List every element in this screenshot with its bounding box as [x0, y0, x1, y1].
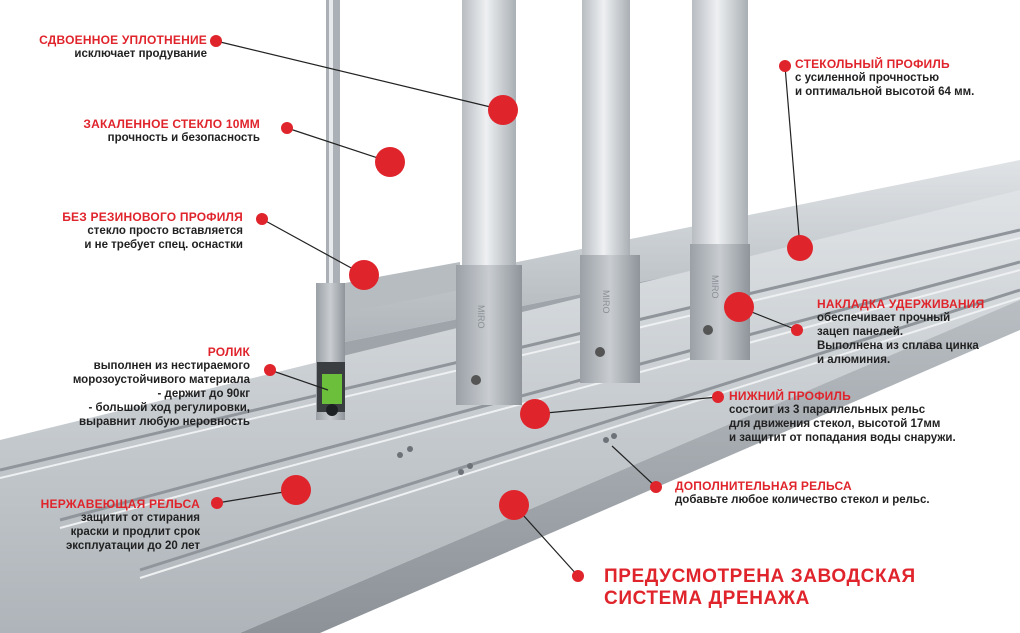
- callout-double-seal: СДВОЕННОЕ УПЛОТНЕНИЕ исключает продувани…: [39, 33, 207, 61]
- callout-text: состоит из 3 параллельных рельс для движ…: [729, 404, 956, 444]
- callout-extra-rail: ДОПОЛНИТЕЛЬНАЯ РЕЛЬСА добавьте любое кол…: [675, 479, 930, 507]
- callout-title: НИЖНИЙ ПРОФИЛЬ: [729, 389, 851, 403]
- callout-bottom-profile: НИЖНИЙ ПРОФИЛЬ состоит из 3 параллельных…: [729, 389, 956, 445]
- roller: [317, 362, 345, 416]
- callout-title: СТЕКОЛЬНЫЙ ПРОФИЛЬ: [795, 57, 950, 71]
- brand-stamp: MIRO: [601, 290, 611, 314]
- glass-profiles: [462, 0, 748, 280]
- callout-title: РОЛИК: [207, 345, 250, 359]
- callout-title: ЗАКАЛЕННОЕ СТЕКЛО 10ММ: [83, 117, 260, 131]
- glass-panel: [326, 0, 340, 290]
- drainage-heading: ПРЕДУСМОТРЕНА ЗАВОДСКАЯ СИСТЕМА ДРЕНАЖА: [604, 566, 916, 609]
- callout-text: исключает продувание: [74, 48, 207, 60]
- callout-text: добавьте любое количество стекол и рельс…: [675, 494, 930, 506]
- callout-text: защитит от стирания краски и продлит сро…: [65, 512, 200, 552]
- callout-roller: РОЛИК выполнен из нестираемого морозоуст…: [73, 345, 250, 429]
- brand-stamp: MIRO: [476, 305, 486, 329]
- callout-text: обеспечивает прочный зацеп панелей. Выпо…: [817, 312, 979, 366]
- callout-title: СДВОЕННОЕ УПЛОТНЕНИЕ: [39, 33, 207, 47]
- callout-title: ДОПОЛНИТЕЛЬНАЯ РЕЛЬСА: [675, 479, 852, 493]
- callout-text: прочность и безопасность: [107, 132, 260, 144]
- callout-title: БЕЗ РЕЗИНОВОГО ПРОФИЛЯ: [62, 210, 243, 224]
- callout-text: с усиленной прочностью и оптимальной выс…: [795, 72, 975, 98]
- callout-retaining-cover: НАКЛАДКА УДЕРЖИВАНИЯ обеспечивает прочны…: [817, 297, 984, 367]
- callout-title: НЕРЖАВЕЮЩАЯ РЕЛЬСА: [40, 497, 200, 511]
- callout-no-rubber: БЕЗ РЕЗИНОВОГО ПРОФИЛЯ стекло просто вст…: [62, 210, 243, 252]
- callout-text: стекло просто вставляется и не требует с…: [84, 225, 243, 251]
- callout-glass-profile: СТЕКОЛЬНЫЙ ПРОФИЛЬ с усиленной прочность…: [795, 57, 974, 99]
- callout-title: НАКЛАДКА УДЕРЖИВАНИЯ: [817, 297, 985, 311]
- callout-tempered-glass: ЗАКАЛЕННОЕ СТЕКЛО 10ММ прочность и безоп…: [83, 117, 260, 145]
- brand-stamp: MIRO: [710, 275, 720, 299]
- callout-markers: [210, 35, 813, 582]
- callout-stainless-rail: НЕРЖАВЕЮЩАЯ РЕЛЬСА защитит от стирания к…: [41, 497, 200, 553]
- callout-text: выполнен из нестираемого морозоустойчиво…: [72, 360, 250, 428]
